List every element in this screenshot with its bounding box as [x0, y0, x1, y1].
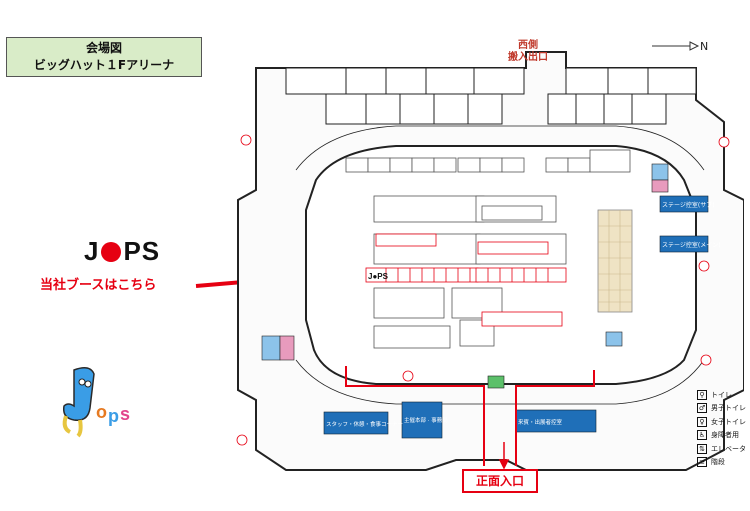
floor-plan: J●PS ステージ控室(サブ) ステージ控室(メイン) スタッフ・休憩・食事コー… [236, 51, 744, 471]
accessible-icon: ♿ [697, 430, 707, 441]
booth-callout: 当社ブースはこちら [40, 278, 157, 293]
west-exit-line2: 搬入出口 [508, 52, 548, 63]
stage-sub-label: ステージ控室(サブ) [662, 201, 715, 209]
staff-lounge-label: スタッフ・休憩・食事コーナー [326, 420, 403, 428]
mens-toilet-icon: ♂ [697, 403, 707, 414]
west-exit-label: 西側 搬入出口 [508, 40, 548, 64]
jops-booth-marker: J●PS [368, 272, 389, 281]
legend-label: トイレ [711, 390, 732, 399]
svg-text:o: o [96, 402, 107, 422]
legend-item-toilet: ⚲ トイレ [697, 388, 746, 402]
logo-letter-j: J [84, 236, 100, 266]
legend-label: 女子トイレ [711, 417, 746, 426]
elevator-icon: ⇅ [697, 443, 707, 454]
mascot-logo: o p s [62, 367, 130, 438]
north-label: N [700, 40, 708, 53]
legend-item-elevator: ⇅ エレベータ [697, 442, 746, 456]
stage-main-label: ステージ控室(メイン) [662, 241, 721, 249]
map-subtitle: ビッグハット１Fアリーナ [33, 58, 175, 72]
legend-label: 男子トイレ [711, 404, 746, 413]
stairs-icon: ≡ [697, 457, 707, 468]
legend-label: 階段 [711, 458, 725, 467]
svg-text:s: s [120, 404, 130, 424]
logo-dot-icon [101, 242, 122, 262]
svg-text:p: p [108, 406, 119, 426]
map-legend: ⚲ トイレ ♂ 男子トイレ ♀ 女子トイレ ♿ 身障者用 ⇅ エレベータ ≡ 階段 [697, 388, 746, 469]
toilet-icon: ⚲ [697, 389, 707, 400]
map-title-box: 会場図 ビッグハット１Fアリーナ [6, 37, 202, 77]
legend-label: エレベータ [711, 444, 746, 453]
map-title: 会場図 [85, 41, 122, 55]
legend-item-stairs: ≡ 階段 [697, 456, 746, 470]
legend-item-accessible: ♿ 身障者用 [697, 429, 746, 443]
jops-logo: J PS [84, 236, 160, 267]
exhibitor-lounge-label: 来賓・出展者控室 [518, 418, 563, 426]
legend-item-womens: ♀ 女子トイレ [697, 415, 746, 429]
office-label: 主催本部 · 事務局 [404, 416, 448, 424]
west-exit-line1: 西側 [518, 40, 538, 51]
womens-toilet-icon: ♀ [697, 416, 707, 427]
logo-letters-ps: PS [123, 236, 161, 266]
legend-item-mens: ♂ 男子トイレ [697, 402, 746, 416]
main-entrance-label: 正面入口 [462, 469, 538, 493]
legend-label: 身障者用 [711, 431, 739, 440]
stage-floor [597, 209, 633, 313]
north-arrow: N [652, 40, 708, 53]
